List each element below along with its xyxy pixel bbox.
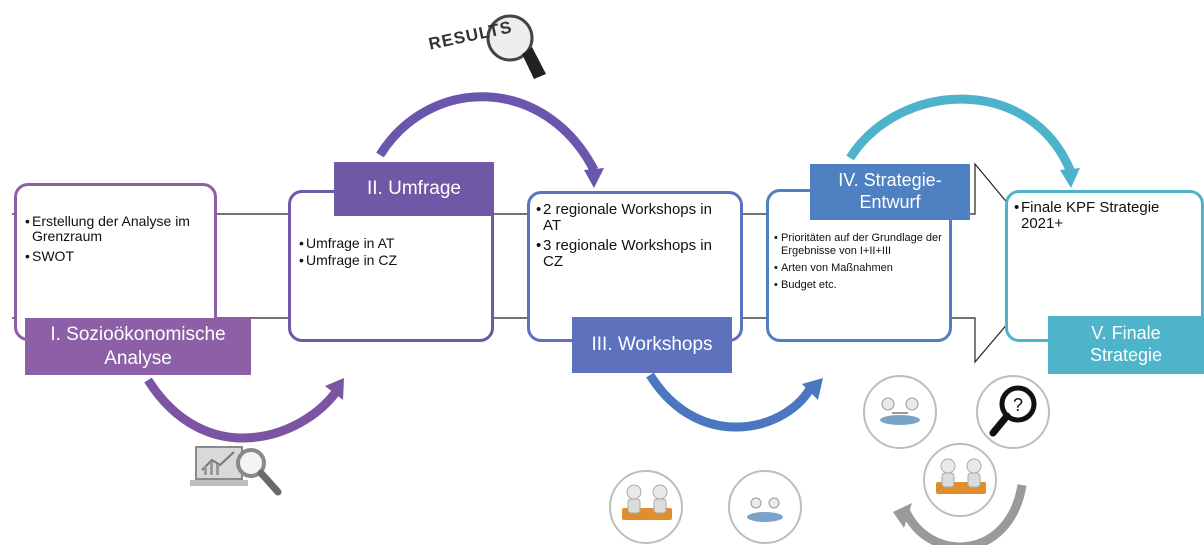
stage-4-items: Prioritäten auf der Grundlage der Ergebn… <box>774 232 950 292</box>
stage-5-label: V. Finale Strategie <box>1048 316 1204 374</box>
results-magnifier-icon <box>486 14 546 79</box>
stage-1-items: Erstellung der Analyse im Grenzraum SWOT <box>25 214 205 265</box>
team-meeting-icon <box>923 443 997 517</box>
stage-1-box: Erstellung der Analyse im Grenzraum SWOT <box>14 183 217 341</box>
stage-4-label: IV. Strategie- Entwurf <box>810 164 970 220</box>
stage-3-label: III. Workshops <box>572 317 732 373</box>
connector-arrow-4-5 <box>846 94 1075 172</box>
stage-4-item: Prioritäten auf der Grundlage der Ergebn… <box>774 232 950 258</box>
connector-arrowhead-1-2 <box>325 378 344 400</box>
stage-5-item: Finale KPF Strategie 2021+ <box>1014 200 1194 232</box>
cycle-arrowhead <box>893 503 912 528</box>
connector-arrow-1-2 <box>144 377 340 443</box>
connector-arrow-2-3 <box>376 92 598 173</box>
stage-1-item: Erstellung der Analyse im Grenzraum <box>25 214 205 244</box>
stage-3-item: 3 regionale Workshops in CZ <box>536 238 726 270</box>
stage-2-items: Umfrage in AT Umfrage in CZ <box>299 235 484 269</box>
analytics-magnifier-icon <box>190 446 282 496</box>
stage-3-box: 2 regionale Workshops in AT 3 regionale … <box>527 191 743 342</box>
stage-4-item: Budget etc. <box>774 279 950 292</box>
stage-2-label: II. Umfrage <box>334 162 494 216</box>
connector-arrowhead-3-4 <box>802 378 823 400</box>
handshake-icon <box>863 375 937 449</box>
meeting-people-icon <box>609 470 683 544</box>
stage-1-label: I. Sozioökonomische Analyse <box>25 318 251 375</box>
stage-5-items: Finale KPF Strategie 2021+ <box>1014 200 1194 232</box>
connector-arrow-3-4 <box>646 372 817 432</box>
magnifier-question-icon: ? <box>976 375 1050 449</box>
cycle-arrow <box>900 484 1027 545</box>
svg-text:?: ? <box>1013 395 1023 415</box>
stage-3-items: 2 regionale Workshops in AT 3 regionale … <box>536 202 726 270</box>
connector-arrowhead-2-3 <box>584 168 604 188</box>
connector-arrowhead-4-5 <box>1060 168 1080 188</box>
stage-2-item: Umfrage in AT <box>299 235 484 252</box>
stage-4-item: Arten von Maßnahmen <box>774 262 950 275</box>
stage-1-item: SWOT <box>25 249 205 265</box>
stage-3-item: 2 regionale Workshops in AT <box>536 202 726 234</box>
stage-2-item: Umfrage in CZ <box>299 252 484 269</box>
discussion-icon <box>728 470 802 544</box>
